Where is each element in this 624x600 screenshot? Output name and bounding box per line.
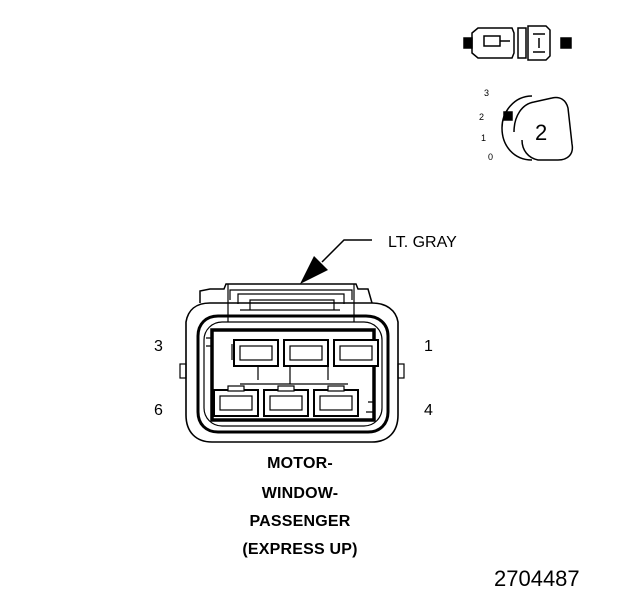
connector-title-line-2: WINDOW- xyxy=(261,485,339,502)
pin-cavity-3 xyxy=(233,339,279,367)
indicator-scale-label-3: 3 xyxy=(484,88,489,98)
connector-title-line-1: MOTOR- xyxy=(267,455,333,472)
indicator-scale-label-0: 0 xyxy=(488,152,493,162)
pin-label-top-left: 3 xyxy=(154,338,163,355)
connector-color-label: LT. GRAY xyxy=(388,234,457,251)
pin-label-top-right: 1 xyxy=(424,338,433,355)
pin-cavity-6 xyxy=(213,385,259,417)
position-indicator-icon xyxy=(501,95,574,161)
figure-number: 2704487 xyxy=(494,566,580,591)
pin-cavity-1 xyxy=(333,339,379,367)
connector-title-line-4: (EXPRESS UP) xyxy=(242,541,358,558)
indicator-scale-label-2: 2 xyxy=(479,112,484,122)
indicator-selected-level: 2 xyxy=(535,120,547,145)
pin-label-bottom-left: 6 xyxy=(154,402,163,419)
connector-side-view-icon xyxy=(463,25,572,61)
indicator-scale-label-1: 1 xyxy=(481,133,486,143)
color-callout-leader xyxy=(321,239,372,263)
pin-cavity-2 xyxy=(283,339,329,367)
connector-face xyxy=(179,283,405,443)
pin-label-bottom-right: 4 xyxy=(424,402,433,419)
pin-cavity-5 xyxy=(263,385,309,417)
pin-cavity-4 xyxy=(313,385,359,417)
color-callout-arrowhead xyxy=(300,256,328,284)
connector-title-line-3: PASSENGER xyxy=(249,513,351,530)
